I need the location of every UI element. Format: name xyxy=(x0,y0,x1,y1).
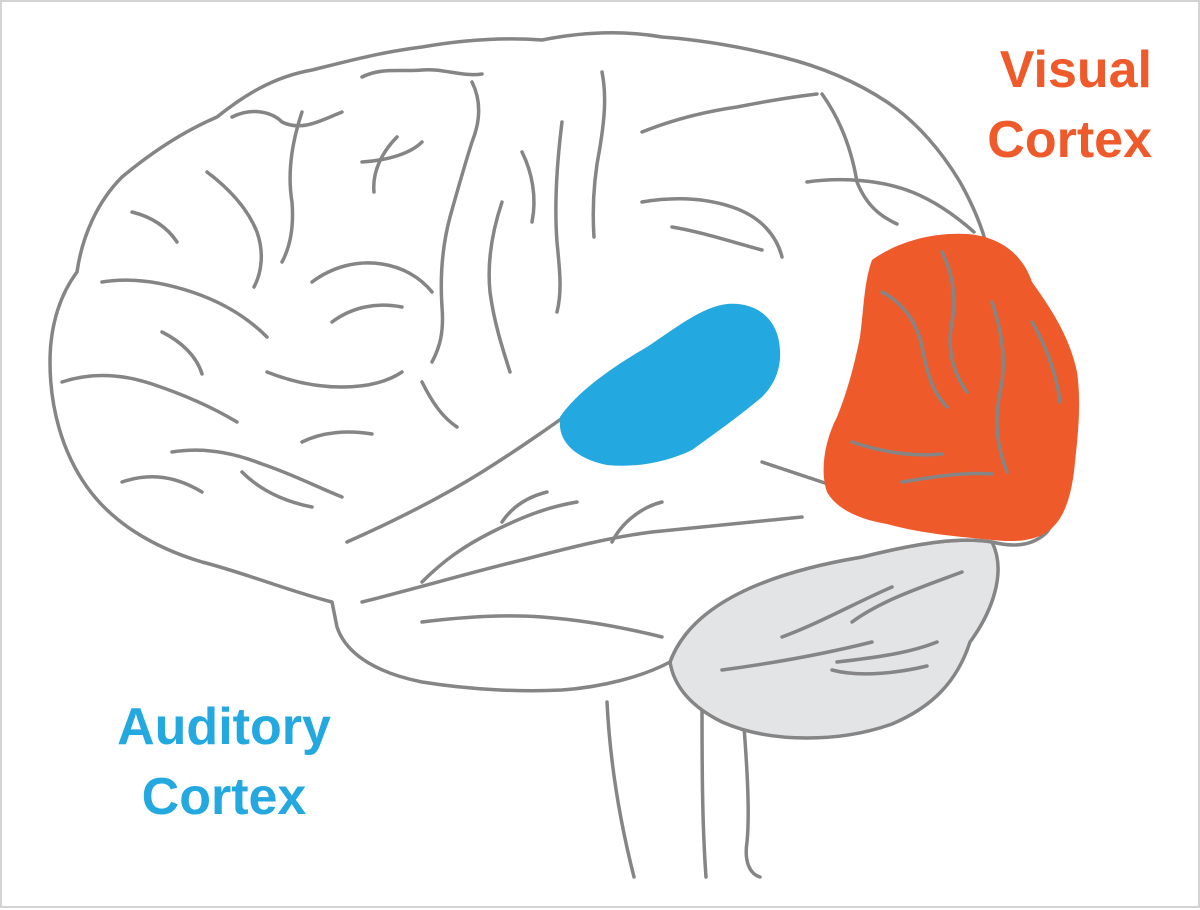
cerebrum-outline xyxy=(48,30,1079,693)
cerebellum-folds xyxy=(720,570,964,676)
visual-cortex-label-line2: Cortex xyxy=(987,111,1152,169)
visual-cortex-label: Visual Cortex xyxy=(987,35,1152,175)
brainstem xyxy=(605,690,762,879)
auditory-cortex-label-line2: Cortex xyxy=(141,768,307,826)
visual-cortex-region xyxy=(823,233,1080,542)
auditory-cortex-label-line1: Auditory xyxy=(117,698,331,756)
visual-cortex-label-line1: Visual xyxy=(999,41,1152,99)
auditory-cortex-label: Auditory Cortex xyxy=(100,692,348,832)
auditory-cortex-region xyxy=(560,303,781,466)
